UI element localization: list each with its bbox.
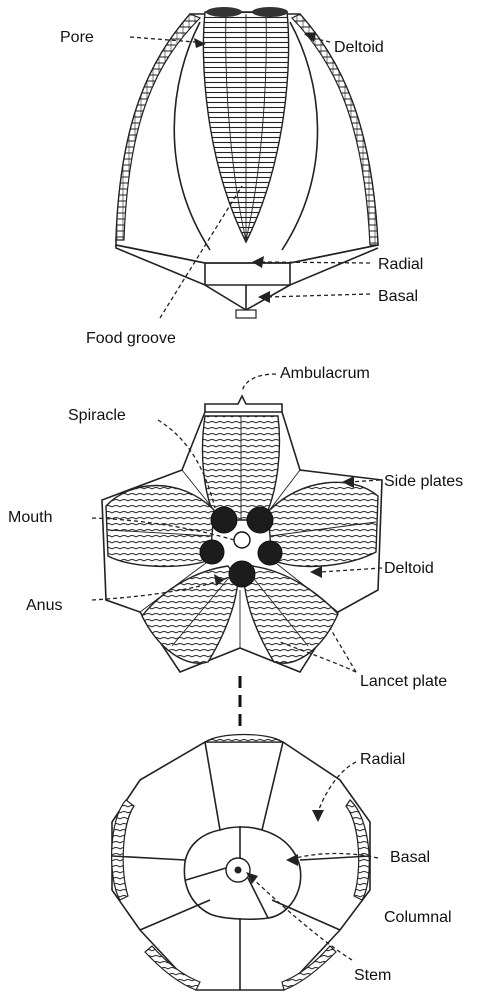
edge-scallop-top [205, 735, 283, 743]
ambulacrum-left [106, 486, 214, 567]
radial-bottom-arrow [312, 810, 324, 822]
label-anus: Anus [26, 597, 62, 614]
ambulacrum-lower-right [244, 566, 338, 663]
label-lancet-plate: Lancet plate [360, 673, 447, 690]
label-food-groove: Food groove [86, 330, 176, 347]
label-mouth: Mouth [8, 509, 52, 526]
basal-leader [268, 294, 370, 297]
lancet-leader-1 [330, 628, 356, 672]
spiracle-4 [258, 541, 282, 565]
stem-lumen [235, 867, 242, 874]
radial-lower-line [116, 245, 378, 285]
label-deltoid-top: Deltoid [334, 39, 384, 56]
basal-lower [205, 263, 290, 310]
spiracle-3 [200, 540, 224, 564]
oral-view-figure [92, 374, 382, 728]
ambulacrum-leader [242, 374, 276, 392]
label-spiracle: Spiracle [68, 407, 126, 424]
label-deltoid-mid: Deltoid [384, 560, 434, 577]
basal-arrow [258, 291, 270, 303]
label-stem: Stem [354, 967, 391, 984]
ambulacrum-brace [205, 396, 282, 412]
radial-seam-5 [140, 900, 210, 930]
label-basal-top: Basal [378, 288, 418, 305]
mouth-center [234, 532, 250, 548]
label-columnal: Columnal [384, 909, 452, 926]
food-groove-leader [160, 186, 242, 318]
edge-scallop-bottom-left [145, 946, 200, 990]
radial-plate-line [116, 245, 378, 263]
side-plates-leader [350, 480, 380, 482]
label-radial-bottom: Radial [360, 751, 405, 768]
label-side-plates: Side plates [384, 473, 463, 490]
label-pore: Pore [60, 29, 94, 46]
pore-leader [130, 37, 195, 42]
spiracle-2 [247, 507, 273, 533]
label-ambulacrum: Ambulacrum [280, 365, 370, 382]
radial-arrow [252, 256, 264, 268]
label-radial-top: Radial [378, 256, 423, 273]
ambulacrum-right [268, 482, 378, 566]
deltoid-mid-leader [320, 568, 382, 572]
pore-top-left [206, 7, 242, 17]
deltoid-mid-arrow [310, 566, 322, 578]
basal-seam-2 [186, 868, 226, 880]
ambulacrum-lower-left [142, 566, 238, 663]
pore-top-right [252, 7, 288, 17]
spiracle-1 [211, 507, 237, 533]
label-basal-bottom: Basal [390, 849, 430, 866]
anus-plate [229, 561, 255, 587]
radial-seam-1 [205, 742, 220, 830]
edge-scallop-bottom-right [282, 946, 336, 990]
aboral-view-figure [112, 735, 378, 991]
radial-seam-2 [262, 742, 283, 830]
stem-stub [236, 310, 256, 318]
edge-scallop-left [112, 800, 134, 900]
basal-bottom-arrow [286, 854, 298, 866]
stem-leader [252, 878, 352, 960]
